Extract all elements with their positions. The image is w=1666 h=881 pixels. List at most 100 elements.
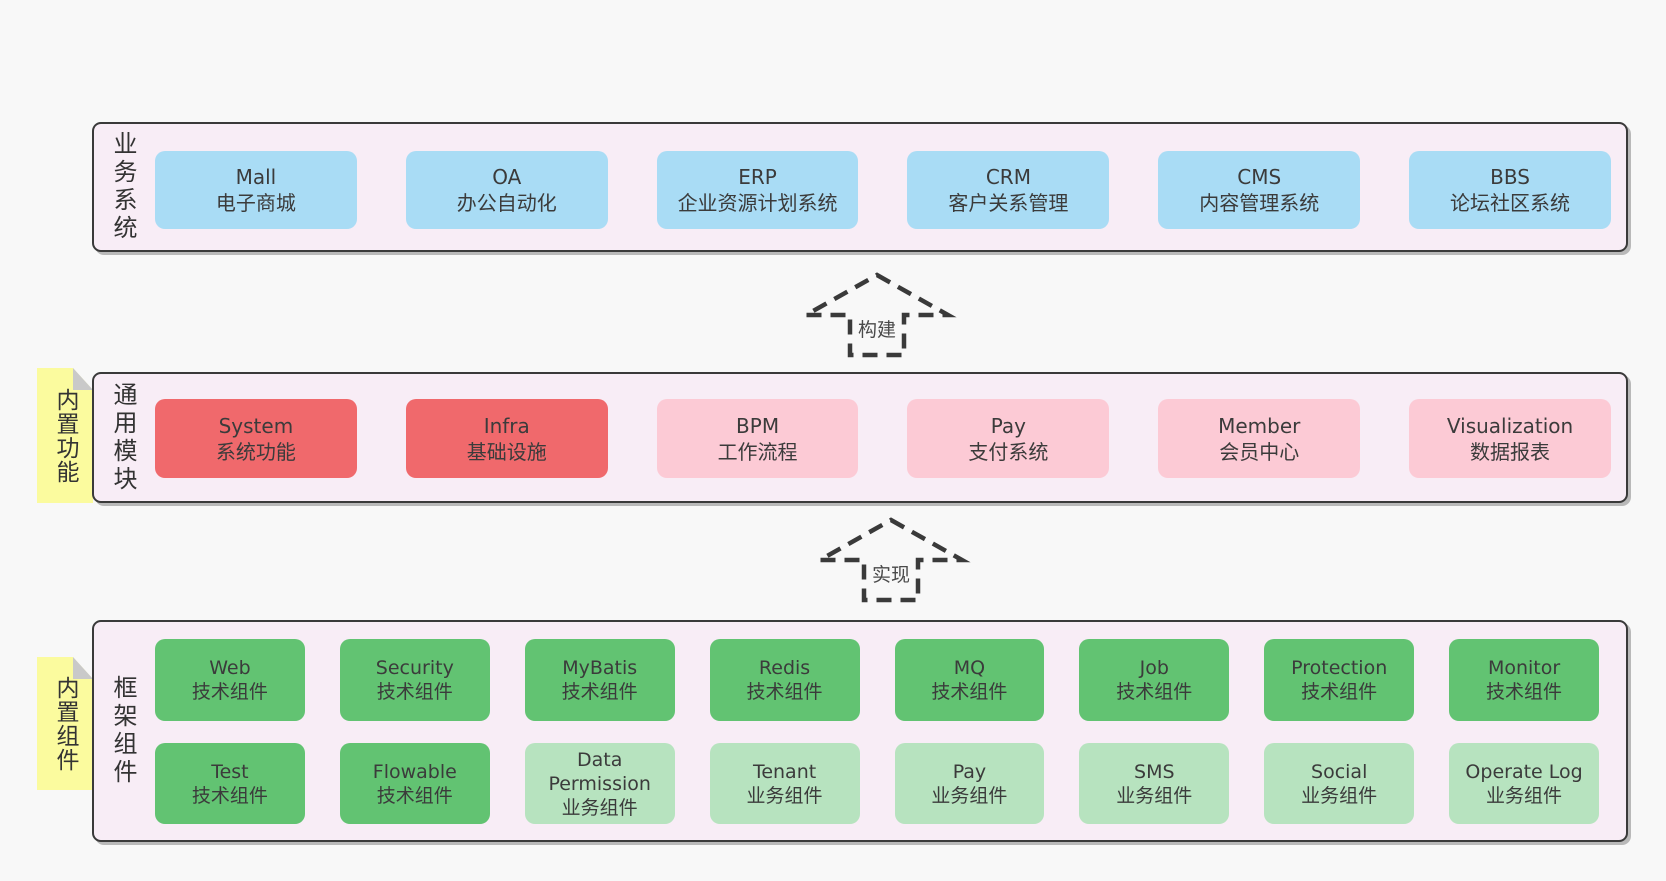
layer-business-systems-title: 业务系统 <box>109 131 137 243</box>
box-title: CRM <box>985 165 1031 189</box>
box-title: Tenant <box>752 760 817 783</box>
box-title: Member <box>1218 413 1301 438</box>
box-title: SMS <box>1134 760 1175 783</box>
box-subtitle: 系统功能 <box>215 439 296 464</box>
box-title: Pay <box>952 760 987 783</box>
arrow-implement-label: 实现 <box>866 560 916 587</box>
box-title: Mall <box>235 165 277 189</box>
box-subtitle: 数据报表 <box>1470 439 1551 464</box>
box-title: BPM <box>736 413 780 438</box>
box-mybatis: MyBatis 技术组件 <box>524 639 675 721</box>
box-title: CMS <box>1237 165 1282 189</box>
box-bpm: BPM 工作流程 <box>656 399 859 478</box>
layer-business-systems: 业务系统 Mall 电子商城 OA 办公自动化 ERP 企业资源计划系统 CRM… <box>92 122 1628 252</box>
arrow-build-label: 构建 <box>852 315 902 342</box>
box-erp: ERP 企业资源计划系统 <box>656 151 859 229</box>
box-title: Flowable <box>372 760 457 783</box>
box-subtitle: 技术组件 <box>561 681 638 703</box>
box-subtitle: 客户关系管理 <box>948 191 1069 215</box>
box-title: MQ <box>953 657 986 679</box>
box-subtitle: 业务组件 <box>1301 784 1378 807</box>
box-title: ERP <box>738 165 777 189</box>
arrow-implement: 实现 <box>811 517 971 603</box>
box-cms: CMS 内容管理系统 <box>1158 151 1361 229</box>
block-arrow-up-icon <box>797 272 957 358</box>
box-subtitle: 技术组件 <box>1486 681 1563 703</box>
box-title: Protection <box>1291 657 1388 679</box>
sticky-note-label: 内置功能 <box>52 387 78 484</box>
box-subtitle: 技术组件 <box>191 681 268 703</box>
box-subtitle: 技术组件 <box>1301 681 1378 703</box>
box-subtitle: 办公自动化 <box>456 191 557 215</box>
box-social: Social 业务组件 <box>1264 743 1415 824</box>
box-protection: Protection 技术组件 <box>1264 639 1415 721</box>
arrow-build: 构建 <box>797 272 957 358</box>
layer-framework-components-title: 框架组件 <box>109 675 137 787</box>
box-subtitle: 业务组件 <box>1486 784 1563 807</box>
box-subtitle: 支付系统 <box>968 439 1049 464</box>
box-tenant: Tenant 业务组件 <box>709 743 860 824</box>
box-visualization: Visualization 数据报表 <box>1409 399 1611 478</box>
framework-components-row-1: Web 技术组件 Security 技术组件 MyBatis 技术组件 Redi… <box>155 639 1599 721</box>
box-system: System 系统功能 <box>155 399 357 478</box>
box-subtitle: 会员中心 <box>1219 439 1300 464</box>
box-monitor: Monitor 技术组件 <box>1449 639 1599 721</box>
layer-framework-components: 框架组件 Web 技术组件 Security 技术组件 MyBatis 技术组件… <box>92 620 1628 842</box>
box-subtitle: 企业资源计划系统 <box>677 191 838 215</box>
business-systems-row: Mall 电子商城 OA 办公自动化 ERP 企业资源计划系统 CRM 客户关系… <box>155 151 1611 229</box>
box-title: Pay <box>990 413 1027 438</box>
box-title: MyBatis <box>562 657 638 679</box>
box-title: Operate Log <box>1465 760 1583 783</box>
box-title: Redis <box>758 657 811 679</box>
box-subtitle: 技术组件 <box>746 681 823 703</box>
box-pay-system: Pay 支付系统 <box>907 399 1110 478</box>
box-title: Social <box>1311 760 1368 783</box>
box-mall: Mall 电子商城 <box>155 151 357 229</box>
box-web: Web 技术组件 <box>155 639 305 721</box>
box-title: BBS <box>1490 165 1530 189</box>
box-bbs: BBS 论坛社区系统 <box>1409 151 1611 229</box>
box-member: Member 会员中心 <box>1158 399 1361 478</box>
box-subtitle: 技术组件 <box>1116 681 1193 703</box>
box-flowable: Flowable 技术组件 <box>339 743 490 824</box>
box-title: Test <box>211 760 249 783</box>
box-title: Job <box>1139 657 1169 679</box>
layer-common-modules-title: 通用模块 <box>109 381 137 494</box>
box-title: Data Permission <box>548 748 651 795</box>
box-operate-log: Operate Log 业务组件 <box>1449 743 1599 824</box>
box-subtitle: 基础设施 <box>466 439 547 464</box>
box-subtitle: 技术组件 <box>931 681 1008 703</box>
box-subtitle: 业务组件 <box>1116 784 1193 807</box>
box-title: System <box>218 413 294 438</box>
box-pay-component: Pay 业务组件 <box>894 743 1045 824</box>
box-subtitle: 业务组件 <box>931 784 1008 807</box>
sticky-note-built-in-components: 内置组件 <box>37 657 93 790</box>
sticky-note-built-in-features: 内置功能 <box>37 368 93 503</box>
sticky-fold-icon <box>73 657 93 679</box>
box-title: Infra <box>483 413 530 438</box>
box-subtitle: 业务组件 <box>561 796 638 819</box>
box-subtitle: 内容管理系统 <box>1199 191 1320 215</box>
box-subtitle: 论坛社区系统 <box>1450 191 1571 215</box>
sticky-note-label: 内置组件 <box>52 675 78 772</box>
common-modules-row: System 系统功能 Infra 基础设施 BPM 工作流程 Pay 支付系统… <box>155 399 1611 478</box>
box-title: Security <box>375 657 454 679</box>
box-infra: Infra 基础设施 <box>405 399 608 478</box>
box-crm: CRM 客户关系管理 <box>907 151 1110 229</box>
box-mq: MQ 技术组件 <box>894 639 1045 721</box>
box-subtitle: 电子商城 <box>215 191 296 215</box>
box-oa: OA 办公自动化 <box>405 151 608 229</box>
box-security: Security 技术组件 <box>339 639 490 721</box>
box-data-permission: Data Permission 业务组件 <box>524 743 675 824</box>
box-subtitle: 技术组件 <box>376 784 453 807</box>
box-job: Job 技术组件 <box>1079 639 1230 721</box>
box-sms: SMS 业务组件 <box>1079 743 1230 824</box>
box-title: OA <box>492 165 522 189</box>
box-subtitle: 工作流程 <box>717 439 798 464</box>
layer-common-modules: 通用模块 System 系统功能 Infra 基础设施 BPM 工作流程 Pay… <box>92 372 1628 503</box>
box-subtitle: 业务组件 <box>746 784 823 807</box>
box-title: Visualization <box>1446 413 1574 438</box>
framework-components-row-2: Test 技术组件 Flowable 技术组件 Data Permission … <box>155 743 1599 824</box>
box-test: Test 技术组件 <box>155 743 305 824</box>
box-title: Web <box>209 657 251 679</box>
